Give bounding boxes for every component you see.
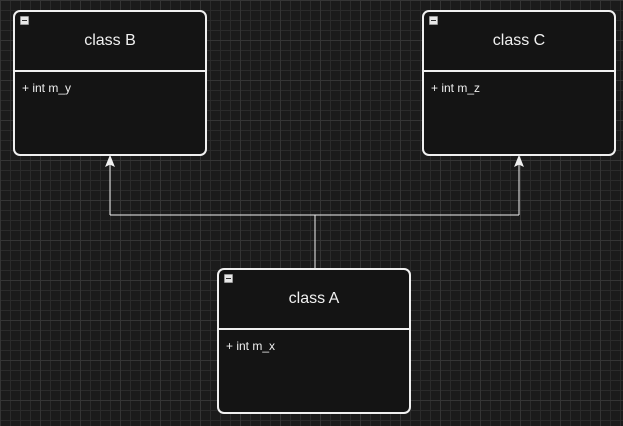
class-b-title: class B	[84, 32, 136, 49]
class-a-header[interactable]: class A	[219, 270, 409, 330]
arrowhead-class-c	[514, 154, 524, 168]
arrowhead-class-b	[105, 154, 115, 168]
class-a-box[interactable]: class A + int m_x	[217, 268, 411, 414]
class-c-header[interactable]: class C	[424, 12, 614, 72]
collapse-icon[interactable]	[429, 16, 438, 25]
class-b-attribute[interactable]: + int m_y	[22, 81, 72, 95]
collapse-icon[interactable]	[20, 16, 29, 25]
class-b-header[interactable]: class B	[15, 12, 205, 72]
class-a-title: class A	[288, 290, 340, 307]
class-c-attribute[interactable]: + int m_z	[431, 81, 481, 95]
class-c-box[interactable]: class C + int m_z	[422, 10, 616, 156]
collapse-icon[interactable]	[224, 274, 233, 283]
class-c-title: class C	[492, 32, 546, 49]
class-a-attribute[interactable]: + int m_x	[226, 339, 276, 353]
class-b-box[interactable]: class B + int m_y	[13, 10, 207, 156]
